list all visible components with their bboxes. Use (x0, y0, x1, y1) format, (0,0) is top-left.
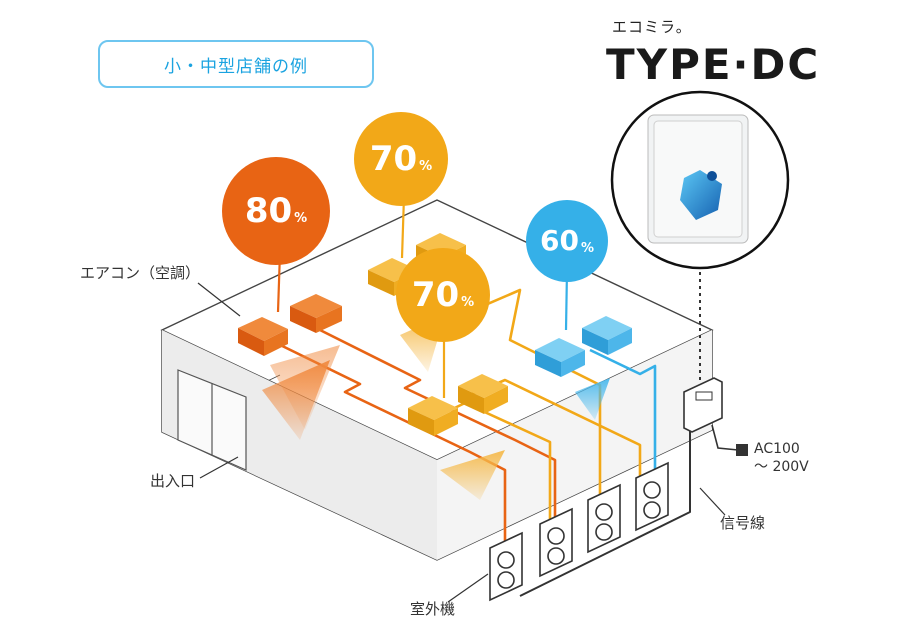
indoor-unit (290, 294, 342, 333)
label-aircon: エアコン（空調） (80, 264, 201, 282)
device-photo (610, 90, 790, 270)
bubble-value: 70 (411, 275, 460, 315)
label-signal-line: 信号線 (720, 514, 766, 532)
label-power-line2: ～ 200V (754, 459, 809, 475)
bubble-unit: % (580, 240, 594, 256)
indoor-unit (535, 338, 585, 377)
usage-bubble-red: 80 % (222, 157, 330, 265)
indoor-unit (458, 374, 508, 414)
brand-title: TYPE·DC (606, 40, 821, 89)
label-outdoor-unit: 室外機 (410, 600, 456, 618)
store-size-badge: 小・中型店舗の例 (98, 40, 374, 88)
front-left-wall (162, 330, 437, 560)
indoor-unit (582, 316, 632, 355)
airflow-arrow-red-2 (270, 345, 340, 430)
outdoor-unit (635, 461, 669, 532)
outdoor-unit (587, 483, 621, 554)
usage-bubble-orange-top: 70 % (354, 112, 448, 206)
bubble-value: 70 (369, 139, 418, 179)
airflow-arrow-orange-2 (440, 450, 505, 500)
bubble-value: 60 (540, 224, 579, 257)
label-power: AC100 ～ 200V (754, 440, 809, 476)
outdoor-unit (489, 531, 523, 602)
indoor-units (238, 233, 632, 436)
usage-bubble-orange-mid: 70 % (396, 248, 490, 342)
bubble-unit: % (461, 294, 475, 310)
usage-bubble-blue: 60 % (526, 200, 608, 282)
brand-subtitle: エコミラ。 (612, 18, 692, 36)
indoor-unit (238, 317, 288, 356)
bubble-value: 80 (244, 191, 293, 231)
outdoor-unit (539, 507, 573, 578)
controller-box (683, 377, 723, 433)
entrance-door (177, 369, 247, 471)
indoor-unit (408, 396, 458, 436)
bubble-unit: % (294, 210, 308, 226)
power-cord (711, 424, 739, 451)
label-power-line1: AC100 (754, 441, 800, 457)
label-leaders (197, 282, 726, 603)
plug-icon (736, 444, 748, 456)
label-entrance: 出入口 (150, 472, 196, 490)
bubble-unit: % (419, 158, 433, 174)
outdoor-units (489, 461, 669, 602)
airflow-arrow-blue (575, 378, 610, 420)
